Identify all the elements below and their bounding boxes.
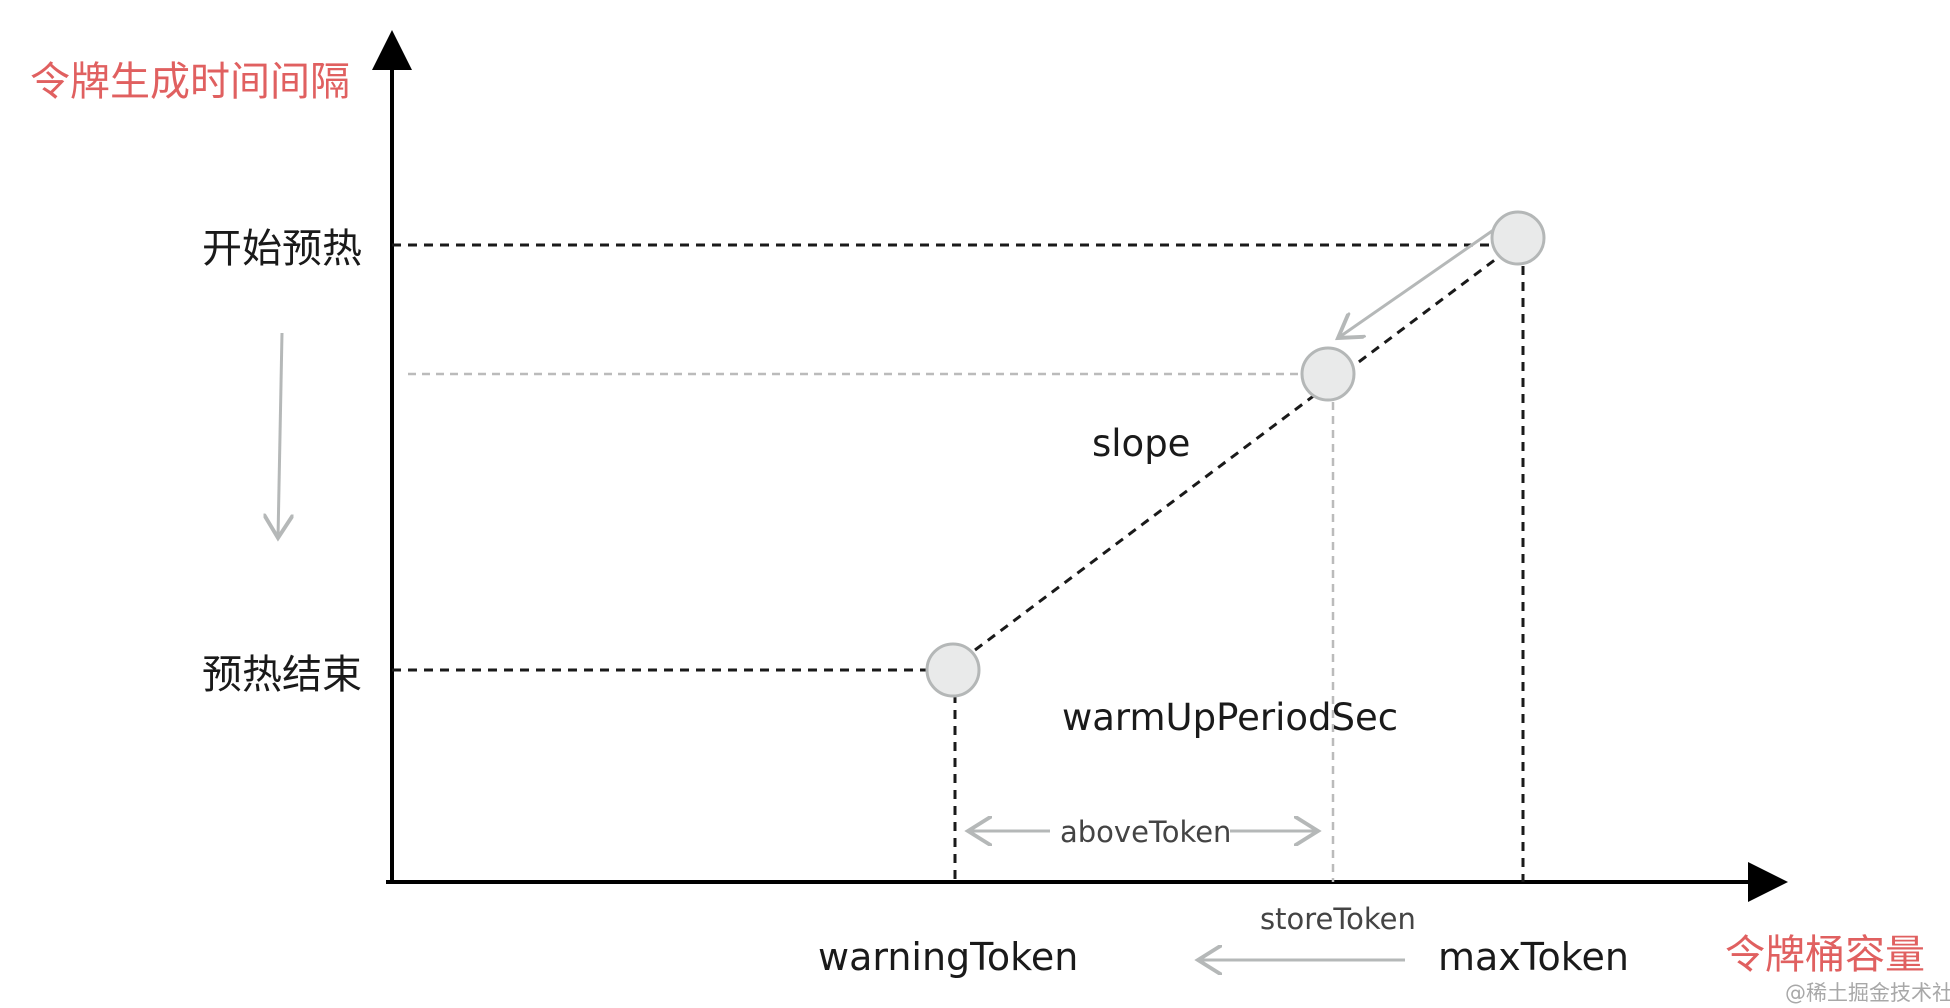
x-axis-title: 令牌桶容量 — [1725, 932, 1925, 978]
end-warmup-label: 预热结束 — [202, 652, 362, 698]
watermark: @稀土掘金技术社区 — [1785, 981, 1950, 1005]
max-token-label: maxToken — [1438, 935, 1629, 979]
store-token-label: storeToken — [1260, 902, 1416, 936]
max-token-point — [1490, 210, 1546, 266]
down-arrow — [278, 332, 282, 538]
diagonal-back-arrow — [1338, 220, 1506, 338]
slope-label: slope — [1092, 422, 1190, 465]
start-warmup-label: 开始预热 — [202, 226, 362, 272]
warning-token-label: warningToken — [818, 935, 1078, 979]
store-token-point — [1300, 346, 1356, 402]
above-token-label: aboveToken — [1060, 815, 1231, 849]
slope-dashed-line — [974, 248, 1509, 652]
y-axis-title: 令牌生成时间间隔 — [30, 59, 350, 105]
warning-token-point — [925, 642, 981, 698]
warm-up-period-label: warmUpPeriodSec — [1062, 696, 1398, 739]
